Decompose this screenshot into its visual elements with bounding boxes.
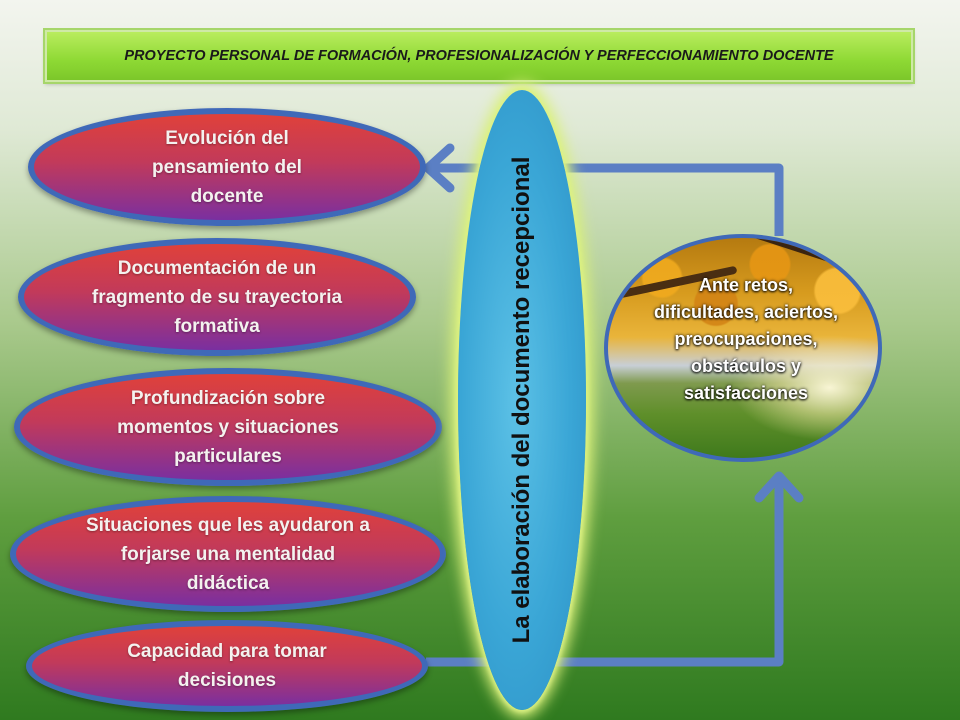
page-title: PROYECTO PERSONAL DE FORMACIÓN, PROFESIO… [124, 48, 834, 64]
item-profundizacion: Profundización sobre momentos y situacio… [14, 368, 442, 486]
item-evolucion-pensamiento: Evolución del pensamiento del docente [28, 108, 426, 226]
title-banner: PROYECTO PERSONAL DE FORMACIÓN, PROFESIO… [45, 30, 913, 82]
item-capacidad-decisiones: Capacidad para tomar decisiones [26, 620, 428, 712]
center-process-label: La elaboración del documento recepcional [508, 156, 535, 644]
item-situaciones-mentalidad: Situaciones que les ayudaron a forjarse … [10, 496, 446, 612]
item-documentacion-fragmento: Documentación de un fragmento de su tray… [18, 238, 416, 356]
item-label: Profundización sobre momentos y situacio… [117, 387, 339, 467]
item-label: Evolución del pensamiento del docente [152, 127, 302, 207]
photo-caption: Ante retos, dificultades, aciertos, preo… [653, 275, 839, 403]
arrowhead-up [754, 471, 804, 503]
item-label: Documentación de un fragmento de su tray… [91, 257, 343, 337]
center-process-oval [458, 90, 586, 710]
arrowhead-left [423, 143, 455, 193]
item-label: Capacidad para tomar decisiones [127, 641, 327, 691]
item-label: Situaciones que les ayudaron a forjarse … [85, 514, 371, 594]
autumn-tree-photo [604, 234, 882, 462]
